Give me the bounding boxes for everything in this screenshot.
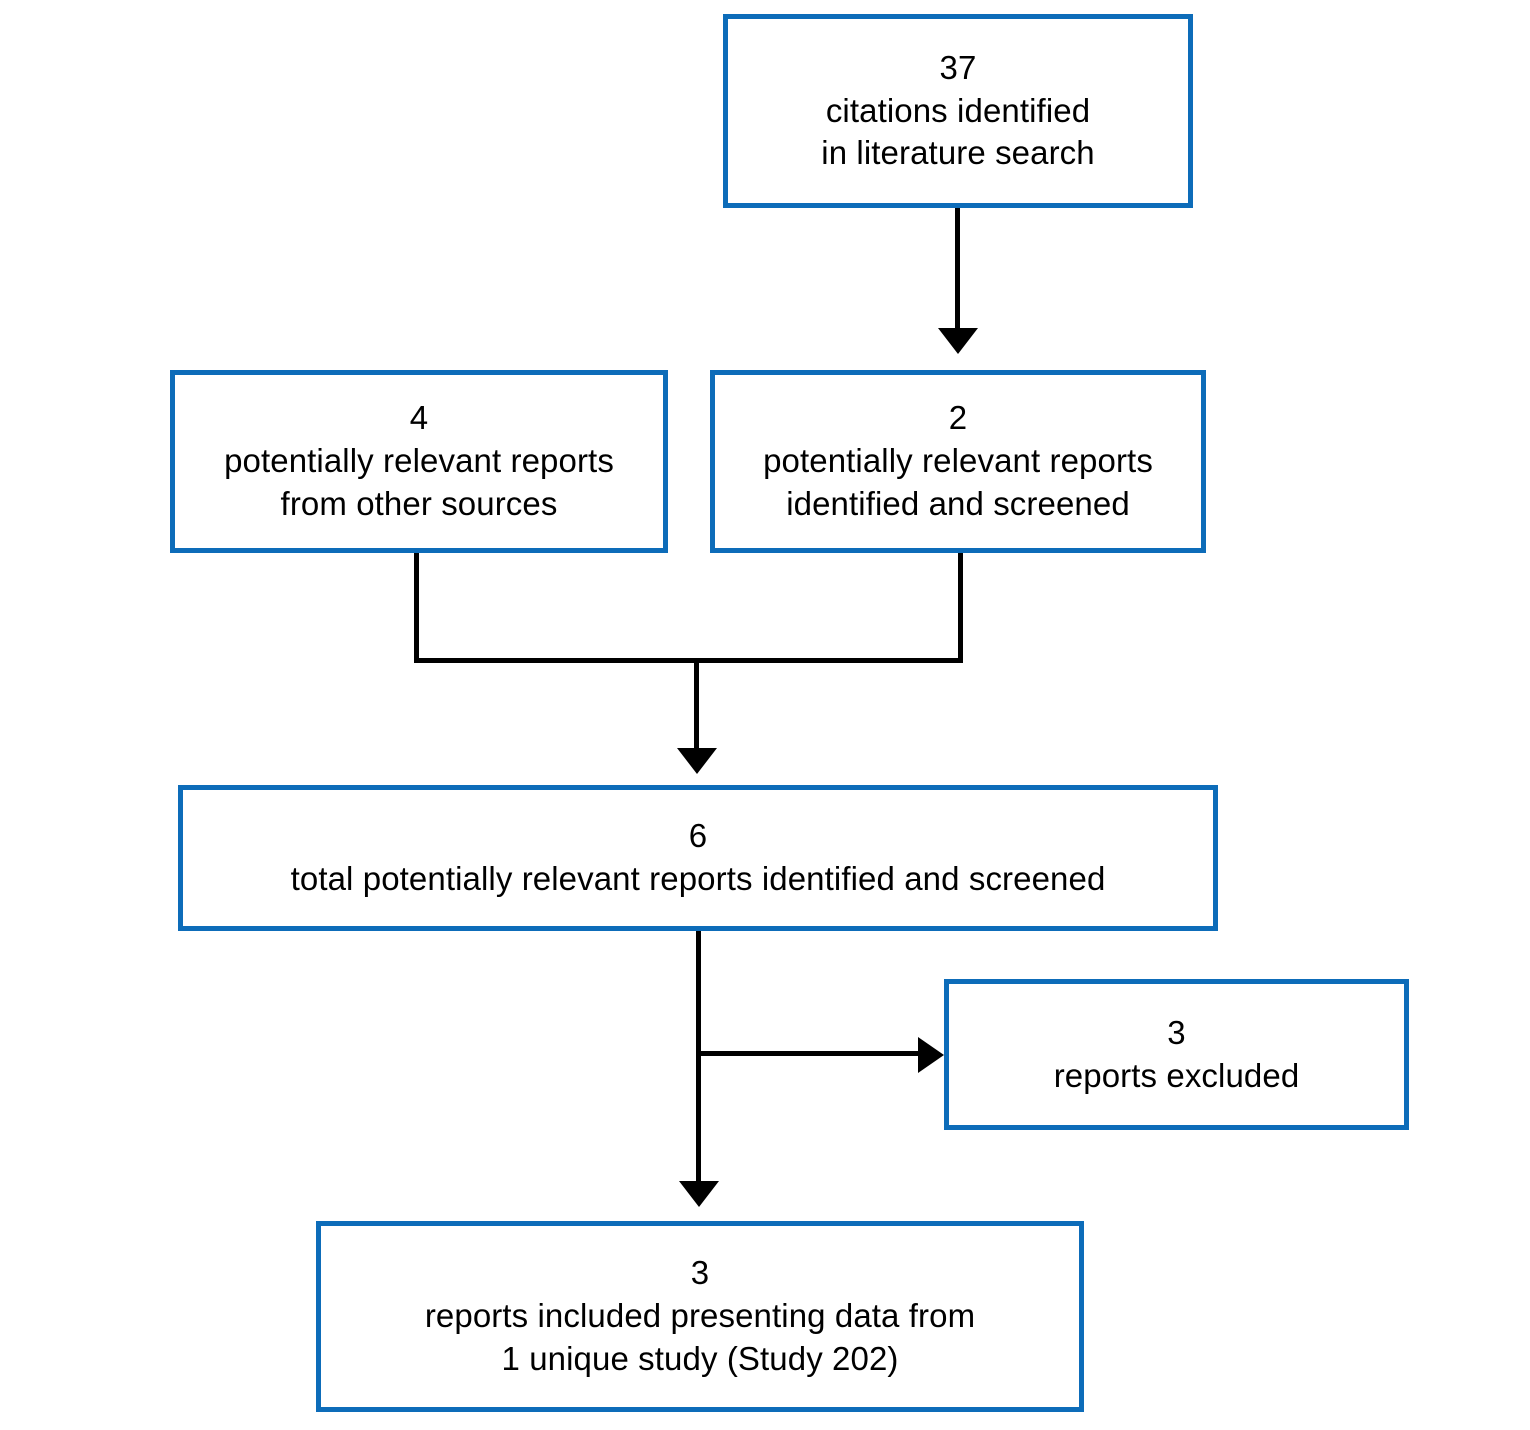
box-total-reports-screened[interactable]: 6 total potentially relevant reports ide… bbox=[178, 785, 1218, 931]
arrow-right-icon-total-to-excluded bbox=[918, 1037, 944, 1073]
box-total-reports-screened-line1: total potentially relevant reports ident… bbox=[290, 860, 1106, 897]
box-reports-other-sources-line2: from other sources bbox=[280, 484, 558, 522]
box-reports-identified-screened-line1: potentially relevant reports bbox=[763, 442, 1153, 480]
box-reports-included-line2: 1 unique study (Study 202) bbox=[501, 1339, 899, 1377]
box-total-reports-screened-count: 6 bbox=[688, 817, 708, 855]
box-reports-other-sources-line1: potentially relevant reports bbox=[224, 442, 614, 480]
connector-total-to-excluded-line bbox=[696, 1051, 920, 1056]
box-reports-included[interactable]: 3 reports included presenting data from … bbox=[316, 1221, 1084, 1412]
box-reports-excluded-line1: reports excluded bbox=[1053, 1056, 1300, 1094]
box-reports-other-sources-count: 4 bbox=[409, 399, 429, 437]
box-reports-identified-screened[interactable]: 2 potentially relevant reports identifie… bbox=[710, 370, 1206, 553]
connector-screened-stub bbox=[958, 553, 963, 663]
box-reports-identified-screened-line2: identified and screened bbox=[786, 484, 1130, 522]
arrow-down-icon-merge-to-total bbox=[677, 748, 717, 774]
box-reports-other-sources[interactable]: 4 potentially relevant reports from othe… bbox=[170, 370, 668, 553]
box-citations-identified-count: 37 bbox=[939, 48, 977, 86]
box-citations-identified[interactable]: 37 citations identified in literature se… bbox=[723, 14, 1193, 208]
box-reports-included-count: 3 bbox=[690, 1254, 710, 1292]
connector-other-sources-stub bbox=[414, 553, 419, 663]
box-citations-identified-line2: in literature search bbox=[821, 134, 1095, 172]
box-reports-excluded[interactable]: 3 reports excluded bbox=[944, 979, 1409, 1130]
connector-identified-to-screened-line bbox=[955, 208, 960, 330]
connector-total-to-included-line bbox=[696, 931, 701, 1183]
arrow-down-icon-total-to-included bbox=[679, 1181, 719, 1207]
box-reports-identified-screened-count: 2 bbox=[948, 399, 968, 437]
arrow-down-icon-identified-to-screened bbox=[938, 328, 978, 354]
connector-merge-to-total-line bbox=[694, 658, 699, 750]
connector-merge-bar bbox=[414, 658, 963, 663]
box-citations-identified-line1: citations identified bbox=[825, 91, 1091, 129]
box-reports-included-line1: reports included presenting data from bbox=[424, 1297, 976, 1335]
box-reports-excluded-count: 3 bbox=[1167, 1013, 1186, 1051]
